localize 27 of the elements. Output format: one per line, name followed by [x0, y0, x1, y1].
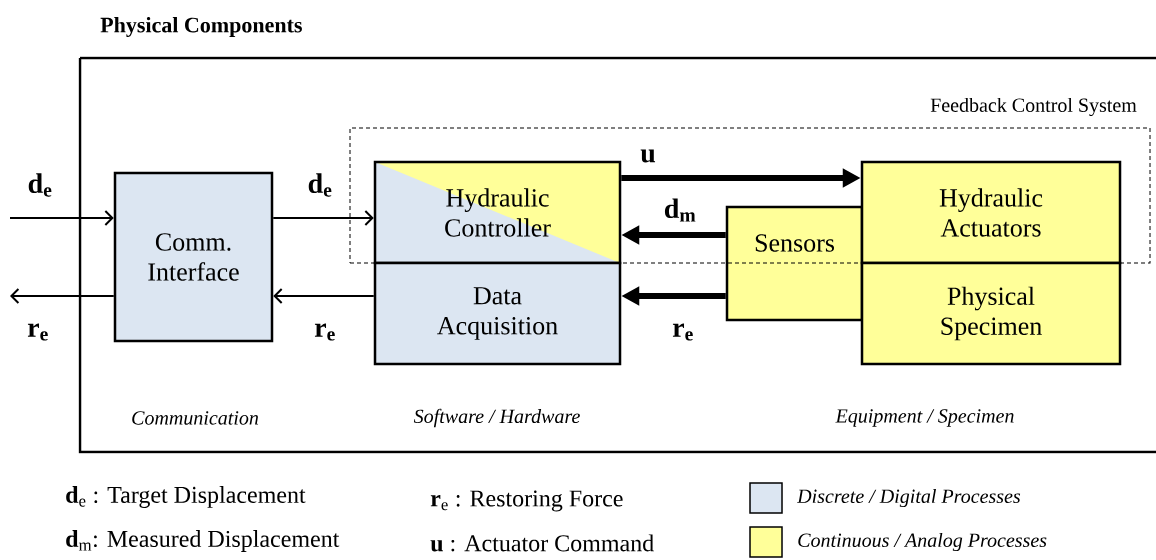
section-label: Communication — [132, 411, 259, 425]
process-box: Physical Specimen — [860, 261, 1122, 366]
controller-box: Hydraulic Controller — [373, 160, 622, 265]
legend-label: Continuous / Analog Processes — [798, 532, 1047, 552]
section-label: Equipment / Specimen — [835, 409, 1014, 427]
signal-label: d$_{m}$ — [664, 198, 696, 222]
node-label: Feedback Control System — [930, 97, 1137, 117]
symbol-definition: u : Actuator Command — [430, 534, 654, 552]
arrow — [272, 210, 374, 226]
sensor-box: Sensors — [725, 205, 864, 322]
process-box: Data Acquisition — [373, 261, 622, 366]
arrow — [273, 288, 375, 304]
section-label: Software / Hardware — [413, 408, 580, 428]
symbol-definition: r$_{e}$ : Restoring Force — [430, 490, 623, 512]
symbol-definition: d$_{m}$: Measured Displacement — [66, 530, 340, 552]
symbol-definition: d$_{e}$ : Target Displacement — [66, 486, 306, 508]
signal-label: r$_{e}$ — [672, 323, 693, 341]
arrow — [9, 210, 114, 226]
arrow — [10, 288, 115, 304]
signal-label: d$_{e}$ — [308, 173, 332, 197]
signal-label: r$_{e}$ — [314, 323, 335, 341]
signal-label: d$_{e}$ — [28, 173, 52, 197]
legend-label: Discrete / Digital Processes — [797, 488, 1021, 508]
signal-label: u — [640, 149, 656, 163]
process-box: Hydraulic Actuators — [860, 160, 1122, 265]
signal-label: r$_{e}$ — [27, 323, 48, 341]
process-box: Comm. Interface — [113, 171, 274, 343]
